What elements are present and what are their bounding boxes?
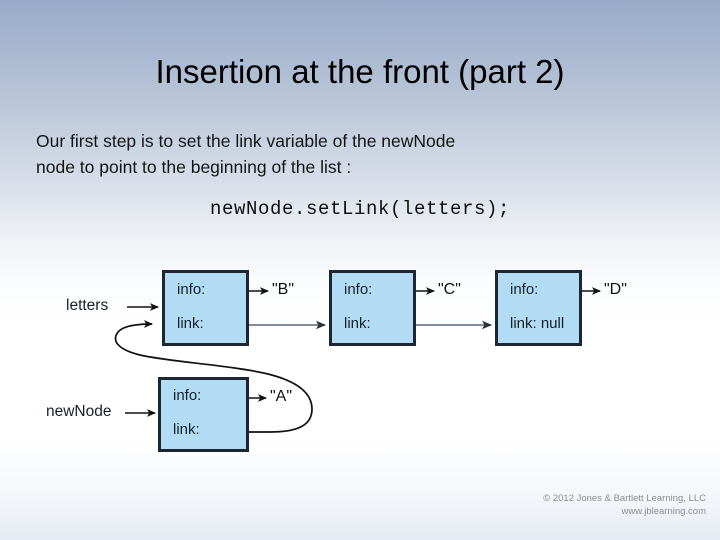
letters-pointer-label: letters (66, 297, 109, 314)
node-b-link-label: link: (177, 315, 204, 332)
node-b-info-label: info: (177, 281, 206, 298)
code-statement: newNode.setLink(letters); (209, 198, 511, 220)
node-b-value: "B" (272, 281, 295, 298)
node-a: info: link: (159, 378, 248, 451)
node-c: info: link: (330, 271, 415, 345)
node-c-box (329, 270, 416, 346)
footer-website: www.jblearning.com (621, 506, 706, 517)
body-text-line-1: Our first step is to set the link variab… (36, 131, 456, 151)
node-c-info-label: info: (344, 281, 373, 298)
node-a-info-label: info: (173, 387, 202, 404)
node-b: info: link: (163, 271, 248, 345)
page-title: Insertion at the front (part 2) (155, 53, 565, 90)
footer-copyright: © 2012 Jones & Bartlett Learning, LLC (543, 493, 706, 504)
newnode-pointer-label: newNode (46, 403, 112, 420)
node-d-value: "D" (604, 281, 627, 298)
node-d: info: link: null (496, 271, 581, 345)
node-a-value: "A" (270, 388, 293, 405)
node-a-link-curve (114, 320, 313, 433)
node-b-box (162, 270, 249, 346)
node-c-link-label: link: (344, 315, 371, 332)
body-text-line-2: node to point to the beginning of the li… (36, 157, 352, 177)
node-c-value: "C" (438, 281, 461, 298)
node-d-link-label: link: null (510, 315, 565, 332)
node-a-box (158, 377, 249, 452)
node-a-link-label: link: (173, 421, 200, 438)
node-d-box (495, 270, 582, 346)
node-d-info-label: info: (510, 281, 539, 298)
body-text: Our first step is to set the link variab… (36, 128, 676, 180)
footer: © 2012 Jones & Bartlett Learning, LLC ww… (446, 492, 706, 518)
